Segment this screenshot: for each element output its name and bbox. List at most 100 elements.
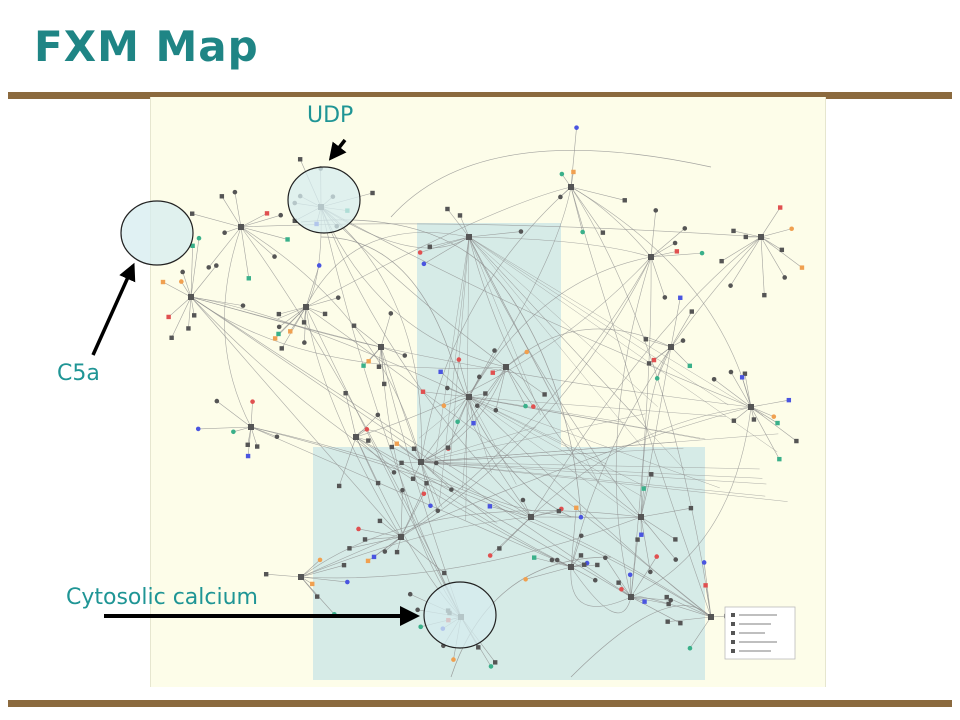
network-edge (670, 297, 681, 348)
network-edge (390, 150, 712, 218)
network-node-icon (442, 570, 447, 576)
network-node-icon (394, 549, 400, 555)
network-node-icon (789, 226, 794, 232)
network-edge (713, 379, 752, 408)
network-edge (468, 396, 649, 527)
network-node-icon (703, 583, 708, 588)
network-node-icon (254, 444, 260, 449)
network-node-icon (365, 558, 371, 564)
network-edge (380, 346, 462, 618)
network-node-icon (719, 258, 724, 264)
network-node-icon (728, 369, 734, 375)
network-edge (305, 232, 470, 308)
network-edge (300, 219, 582, 518)
network-edge (468, 396, 712, 618)
network-node-icon (314, 594, 320, 599)
network-node-icon (622, 198, 627, 203)
network-edge (750, 406, 780, 460)
network-hub-icon (568, 564, 574, 570)
network-node-icon (673, 537, 678, 542)
network-node-icon (779, 247, 785, 253)
network-edge (380, 346, 752, 408)
network-edge (171, 296, 192, 338)
network-node-icon (263, 572, 269, 577)
network-edge (468, 396, 517, 485)
network-edge (240, 213, 268, 228)
network-node-icon (402, 353, 408, 358)
network-node-icon (580, 229, 585, 235)
network-edge (468, 396, 492, 473)
network-edge (190, 296, 572, 568)
network-edge (355, 436, 572, 568)
network-edge (650, 228, 685, 258)
network-node-icon (279, 346, 284, 351)
network-node-icon (195, 426, 201, 432)
network-node-icon (739, 375, 745, 380)
network-node-icon (364, 427, 370, 432)
network-edge (650, 252, 703, 258)
network-map (150, 97, 826, 687)
network-node-icon (418, 624, 423, 630)
network-node-icon (245, 453, 251, 459)
network-hub-icon (298, 574, 304, 580)
network-node-icon (775, 420, 780, 426)
network-node-icon (417, 250, 423, 255)
network-edge (420, 461, 642, 519)
network-edge (250, 426, 712, 618)
network-edge (420, 413, 646, 463)
network-node-icon (292, 200, 298, 206)
network-edge (300, 559, 321, 578)
network-node-icon (206, 265, 212, 270)
network-edge (188, 296, 192, 329)
network-edge (250, 426, 712, 618)
network-node-icon (180, 269, 185, 275)
network-node-icon (219, 194, 225, 199)
network-node-icon (687, 363, 693, 369)
network-edge (468, 236, 642, 518)
network-hub-icon (398, 534, 404, 540)
network-node-icon (445, 608, 451, 613)
network-edge (300, 510, 642, 578)
network-hub-icon (528, 514, 534, 520)
legend-swatch-icon (731, 649, 735, 653)
network-edge (420, 461, 496, 523)
network-node-icon (571, 169, 576, 175)
network-node-icon (192, 313, 197, 318)
network-node-icon (428, 503, 433, 509)
network-edge (240, 214, 281, 228)
legend-swatch-icon (731, 640, 735, 644)
network-edge (247, 426, 252, 457)
network-edge (468, 396, 726, 417)
network-edge (190, 296, 382, 348)
network-edge (320, 236, 572, 518)
network-node-icon (391, 470, 397, 475)
network-edge (468, 350, 495, 398)
network-edge (760, 207, 781, 238)
network-edge (278, 306, 307, 328)
network-node-icon (648, 569, 653, 575)
network-node-icon (214, 398, 220, 404)
network-edge (420, 461, 766, 497)
network-node-icon (455, 419, 460, 425)
legend-swatch-icon (731, 613, 735, 617)
network-node-icon (497, 546, 502, 551)
network-edge (468, 236, 643, 447)
network-edge (744, 373, 752, 408)
network-hub-icon (503, 364, 509, 370)
network-node-icon (549, 557, 555, 563)
network-node-icon (382, 549, 388, 554)
network-edge (570, 186, 604, 233)
network-node-icon (523, 576, 528, 582)
network-edge (733, 230, 762, 238)
network-edge (420, 461, 443, 508)
network-node-icon (371, 554, 377, 560)
network-edge (190, 238, 200, 298)
network-node-icon (389, 444, 395, 450)
network-node-icon (276, 331, 281, 337)
network-node-icon (492, 348, 497, 353)
network-node-icon (317, 557, 323, 563)
network-edge (760, 236, 803, 268)
network-node-icon (488, 664, 494, 669)
network-node-icon (777, 456, 782, 462)
network-edge (615, 256, 652, 598)
